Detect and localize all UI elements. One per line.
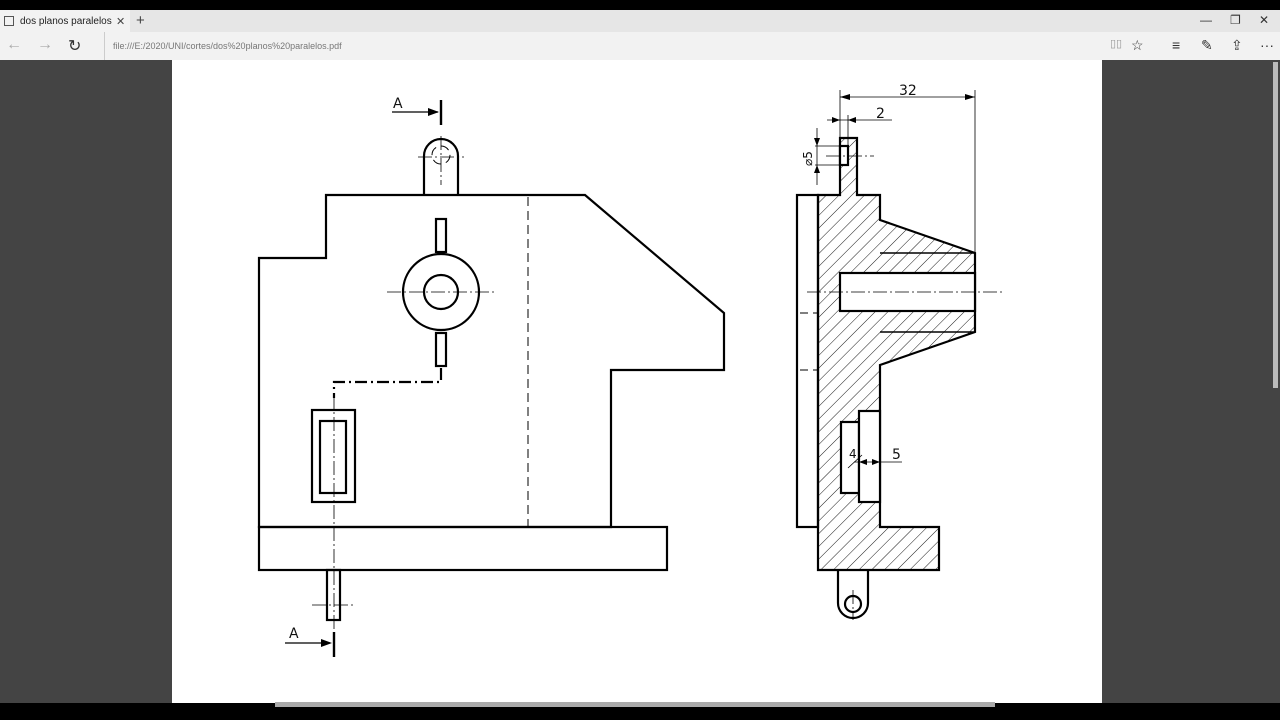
section-view-hidden-lines	[800, 312, 818, 371]
minimize-button[interactable]: —	[1200, 13, 1212, 27]
new-tab-button[interactable]: +	[136, 12, 145, 29]
tab-bar: dos planos paralelos.pd ✕ + — ❐ ✕	[0, 10, 1280, 32]
dim-slot-b: 5	[892, 447, 901, 463]
technical-drawing: A A	[257, 83, 1004, 657]
web-note-icon[interactable]: ✎	[1201, 37, 1213, 53]
front-view-center-lines	[312, 136, 494, 635]
tab-close-icon[interactable]: ✕	[116, 15, 126, 28]
more-menu-icon[interactable]: ···	[1260, 37, 1274, 53]
tab-title: dos planos paralelos.pd	[20, 15, 112, 27]
dimension-arrows	[814, 94, 975, 465]
tab-pdf[interactable]: dos planos paralelos.pd ✕	[0, 10, 130, 32]
section-view	[795, 136, 977, 620]
forward-button[interactable]: →	[37, 36, 53, 53]
window-inner	[318, 419, 348, 495]
back-button[interactable]: ←	[6, 36, 22, 53]
title-strip	[0, 0, 1280, 10]
section-center-lines	[807, 155, 1004, 620]
section-hatched-area	[816, 136, 977, 572]
dim-slot-a: 4	[849, 447, 857, 461]
pdf-page: A A	[172, 60, 1102, 703]
lug-hole-rect	[838, 144, 850, 167]
vertical-scrollbar[interactable]	[1273, 62, 1278, 388]
dimension-lines	[815, 90, 976, 469]
lower-slot	[434, 331, 448, 368]
dim-offset: 2	[876, 106, 885, 122]
close-window-button[interactable]: ✕	[1259, 13, 1270, 27]
section-label-bottom: A	[289, 626, 299, 642]
dim-diameter: ⌀5	[801, 151, 815, 166]
restore-button[interactable]: ❐	[1230, 13, 1241, 27]
horizontal-scrollbar[interactable]	[275, 702, 995, 707]
front-view-outline	[257, 193, 726, 529]
dim-width-total: 32	[899, 83, 917, 99]
hub-icon[interactable]: ≡	[1172, 37, 1181, 53]
front-view-base	[257, 525, 669, 572]
section-arrows	[321, 108, 439, 647]
front-view	[257, 137, 726, 622]
navigation-bar: ← → ↻ file:///E:/2020/UNI/cortes/dos%20p…	[0, 32, 1280, 60]
bottom-lug	[325, 568, 342, 622]
favorite-star-icon[interactable]: ☆	[1131, 37, 1144, 53]
slot-inner	[857, 409, 882, 504]
side-plate	[795, 193, 820, 529]
upper-slot	[434, 217, 448, 254]
pdf-viewer[interactable]: A A	[0, 60, 1280, 703]
section-label-top: A	[393, 96, 403, 112]
address-bar[interactable]: file:///E:/2020/UNI/cortes/dos%20planos%…	[104, 32, 342, 60]
share-icon[interactable]: ⇪	[1231, 37, 1243, 53]
reading-view-icon[interactable]: ▯▯	[1110, 38, 1123, 50]
pdf-file-icon	[4, 16, 14, 26]
window-outer	[310, 408, 357, 504]
section-cutting-plane	[285, 100, 443, 657]
refresh-button[interactable]: ↻	[68, 38, 82, 55]
